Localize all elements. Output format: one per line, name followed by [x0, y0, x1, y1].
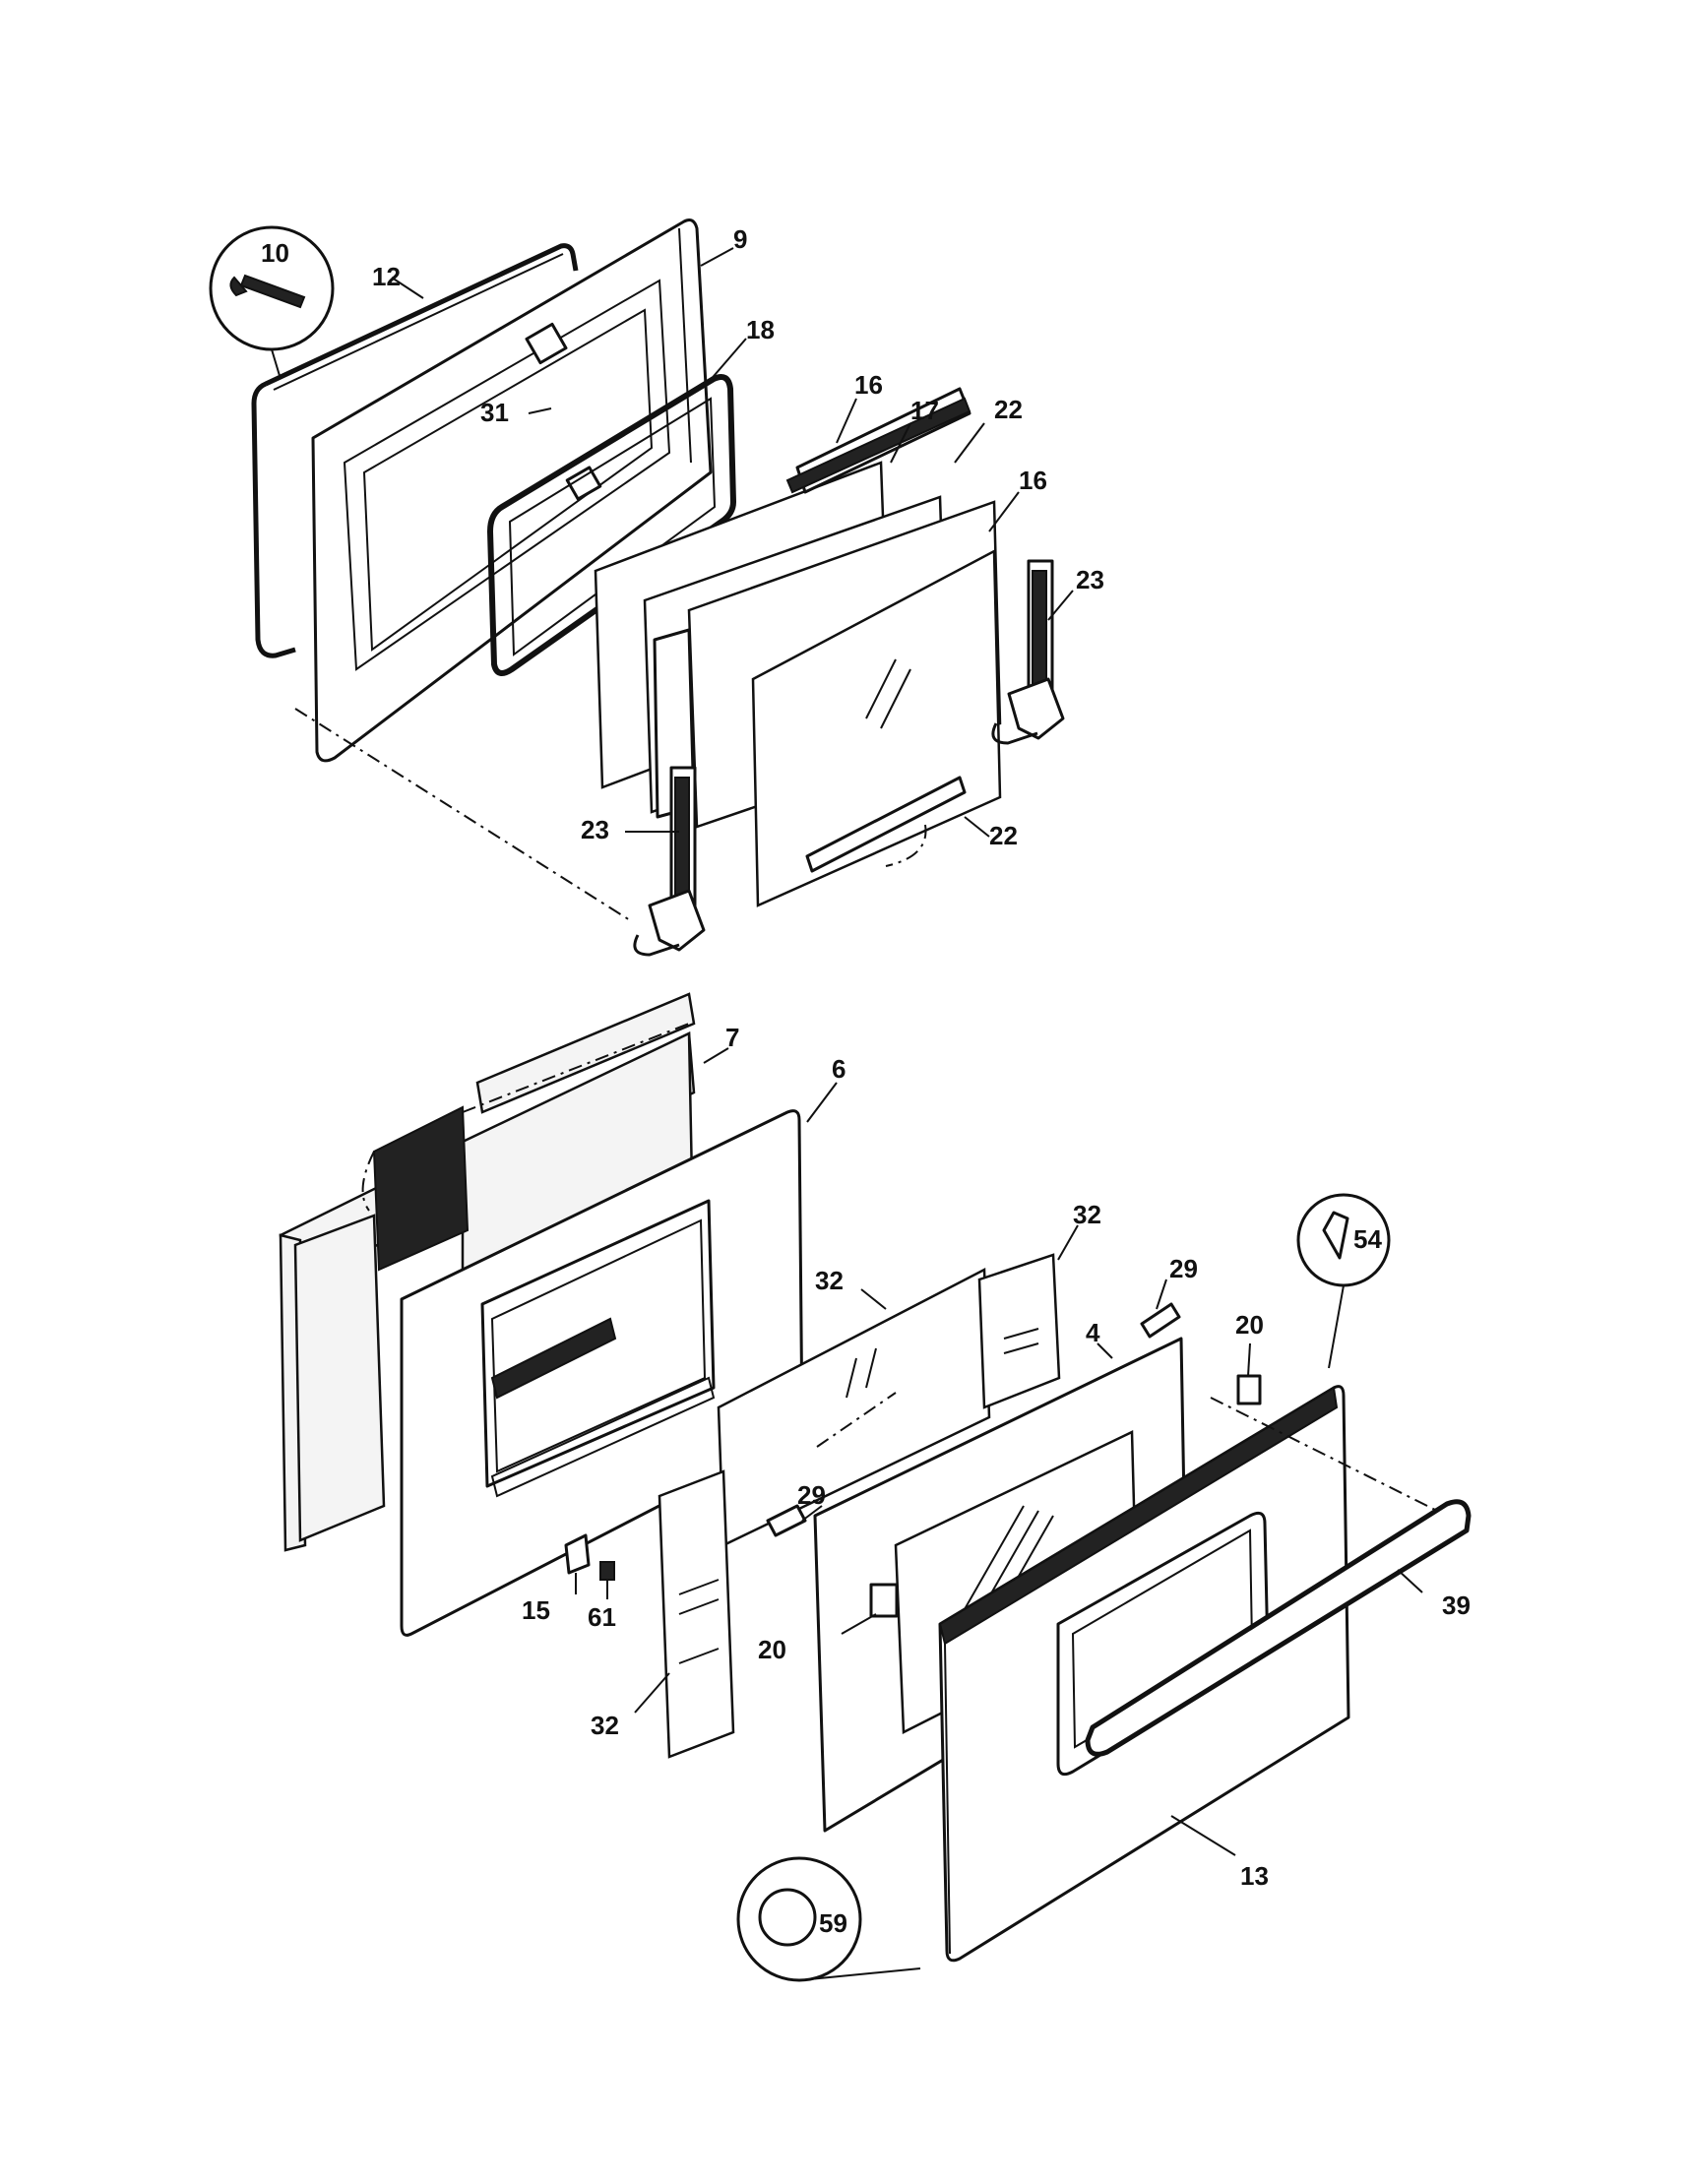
label-20-left: 20 [758, 1635, 786, 1664]
label-10: 10 [261, 238, 289, 268]
label-6: 6 [832, 1054, 846, 1084]
part-labels: 10 12 9 18 31 16 17 22 16 23 23 22 7 6 3… [261, 224, 1471, 1938]
label-17: 17 [910, 396, 939, 425]
label-18: 18 [746, 315, 775, 344]
bumper-callout-59 [736, 1856, 921, 1982]
label-20-right: 20 [1235, 1310, 1264, 1340]
spacer-29-right [1140, 1302, 1181, 1339]
label-32-top: 32 [1073, 1200, 1101, 1229]
label-29-right: 29 [1169, 1254, 1198, 1283]
label-59: 59 [819, 1908, 847, 1938]
bracket-20-left [869, 1583, 899, 1618]
hinge-right-23 [991, 559, 1065, 745]
outer-door-13 [938, 1385, 1350, 1963]
label-13: 13 [1240, 1861, 1269, 1891]
label-16-lower: 16 [1019, 466, 1047, 495]
screw-callout-54 [1296, 1193, 1391, 1369]
label-9: 9 [733, 224, 747, 254]
label-15: 15 [522, 1595, 550, 1625]
window-gasket-18 [487, 374, 736, 676]
label-32-bottom: 32 [591, 1711, 619, 1740]
label-61: 61 [588, 1602, 616, 1632]
label-39: 39 [1442, 1591, 1471, 1620]
label-23-left: 23 [581, 815, 609, 844]
label-16-upper: 16 [854, 370, 883, 400]
bracket-20-right [1236, 1374, 1262, 1405]
door-handle-39 [1085, 1499, 1472, 1757]
leader-lines [391, 247, 1423, 1856]
label-31: 31 [480, 398, 509, 427]
label-12: 12 [372, 262, 401, 291]
label-7: 7 [725, 1023, 739, 1052]
label-32-center: 32 [815, 1266, 844, 1295]
insulation-7 [279, 992, 696, 1552]
glass-channel-22 [785, 397, 971, 873]
inner-door-liner-9 [311, 218, 713, 763]
clip-15 [564, 1533, 591, 1575]
screw-callout-10 [209, 225, 335, 380]
spacer-29-left [766, 1504, 807, 1537]
label-23-right: 23 [1076, 565, 1104, 594]
label-22-upper: 22 [994, 395, 1023, 424]
hinge-left-23 [633, 766, 706, 957]
label-22-lower: 22 [989, 821, 1018, 850]
label-54: 54 [1353, 1224, 1382, 1254]
door-frame-6 [400, 1109, 804, 1637]
label-29-left: 29 [797, 1480, 826, 1510]
label-4: 4 [1086, 1318, 1100, 1347]
door-gasket-12 [251, 243, 579, 658]
clip-61 [599, 1561, 615, 1581]
window-glass-32 [658, 1253, 1061, 1759]
